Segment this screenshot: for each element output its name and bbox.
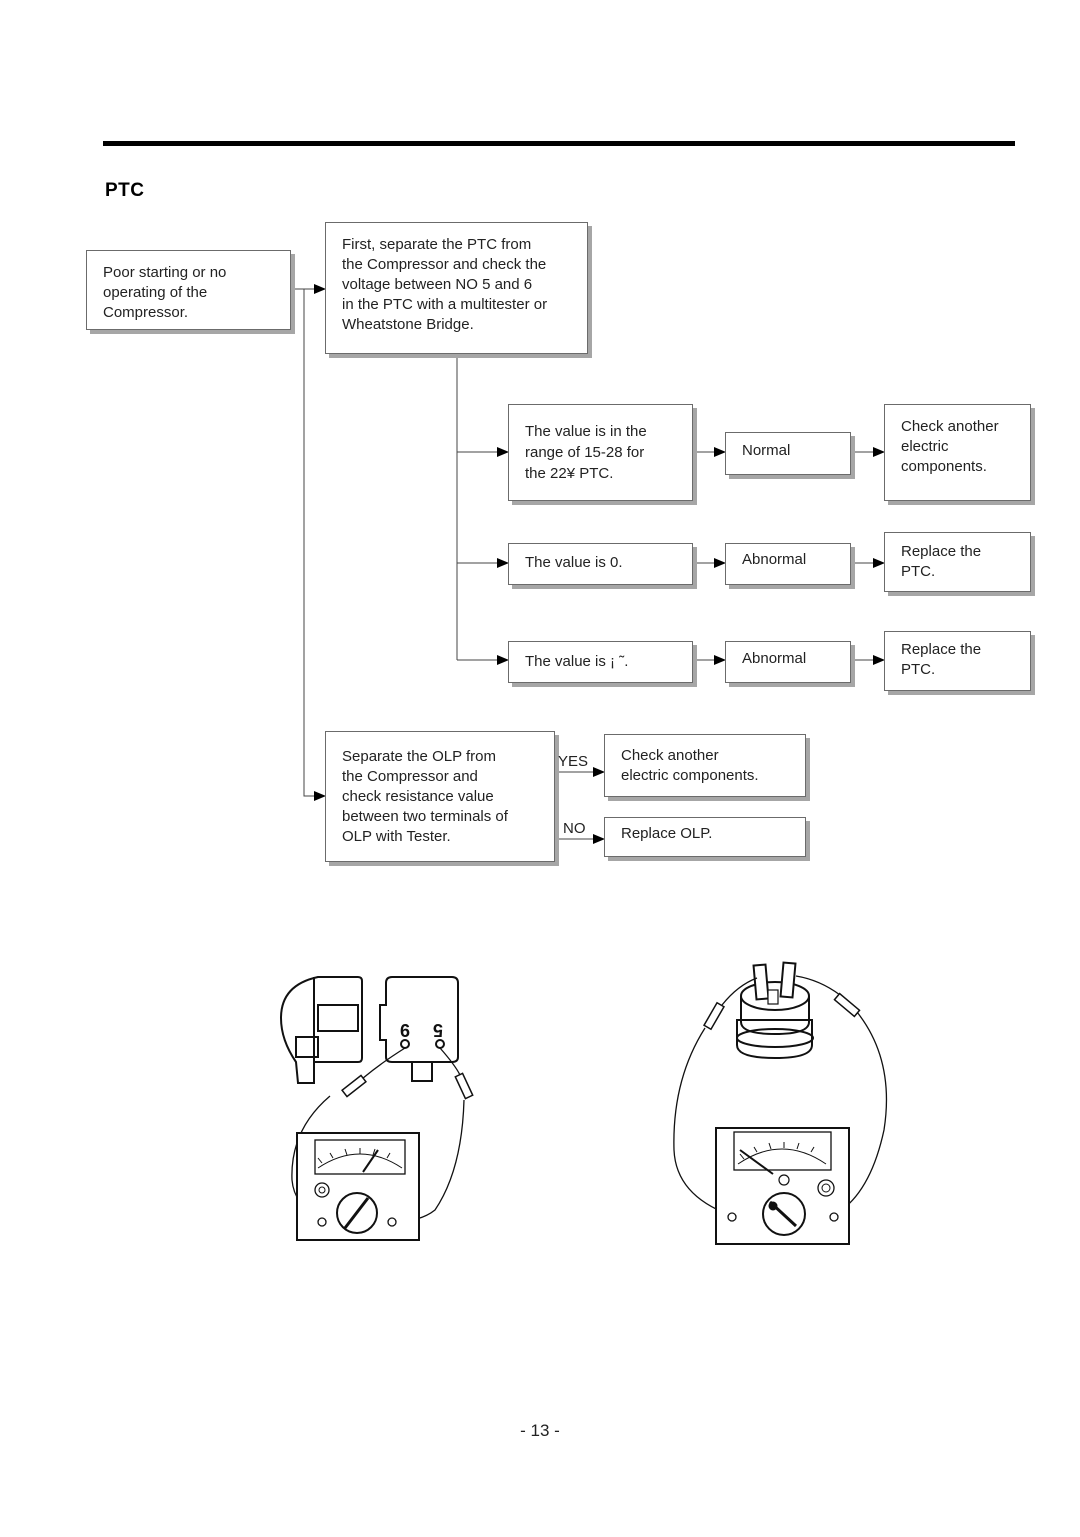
case2-status-box: Abnormal	[725, 543, 851, 585]
olp-no-action-box: Replace OLP.	[604, 817, 806, 857]
olp-body	[736, 1019, 813, 1060]
yes-label: YES	[558, 753, 589, 770]
probe-olp-right	[833, 992, 861, 1018]
page-title: PTC	[105, 180, 145, 201]
case3-status-box: Abnormal	[725, 641, 851, 683]
ptc-front-view	[379, 976, 459, 1063]
probe-right	[454, 1072, 474, 1100]
ptc-terminal-5	[400, 1039, 410, 1049]
ptc-terminal-label-5: 5	[433, 1020, 443, 1040]
olp-base	[736, 1028, 814, 1048]
multimeter-left-needle	[362, 1149, 379, 1173]
case3-value-box: The value is ¡ ˜.	[508, 641, 693, 683]
case1-action-box: Check another electric components.	[884, 404, 1031, 501]
page-number: - 13 -	[520, 1421, 560, 1440]
header-rule	[103, 141, 1015, 146]
multimeter-right-needle	[739, 1149, 774, 1175]
case1-value-box: The value is in the range of 15-28 for t…	[508, 404, 693, 501]
olp-check-step-box: Separate the OLP from the Compressor and…	[325, 731, 555, 862]
case1-status-box: Normal	[725, 432, 851, 475]
olp-yes-action-box: Check another electric components.	[604, 734, 806, 797]
symptom-box: Poor starting or no operating of the Com…	[86, 250, 291, 330]
multimeter-left-dial	[314, 1139, 406, 1175]
olp-terminal-right	[779, 961, 797, 999]
multimeter-right-dial	[733, 1131, 832, 1171]
case2-value-box: The value is 0.	[508, 543, 693, 585]
probe-olp-left	[703, 1001, 725, 1031]
ptc-terminal-6	[435, 1039, 445, 1049]
ptc-terminal-label-6: 9	[400, 1020, 410, 1040]
ptc-front-tab	[411, 1061, 433, 1082]
ptc-side-slot	[317, 1004, 359, 1032]
case2-action-box: Replace the PTC.	[884, 532, 1031, 592]
case3-action-box: Replace the PTC.	[884, 631, 1031, 691]
ptc-check-step-box: First, separate the PTC from the Compres…	[325, 222, 588, 354]
olp-terminal-left	[752, 963, 770, 1001]
no-label: NO	[563, 820, 586, 837]
probe-left	[341, 1074, 367, 1098]
